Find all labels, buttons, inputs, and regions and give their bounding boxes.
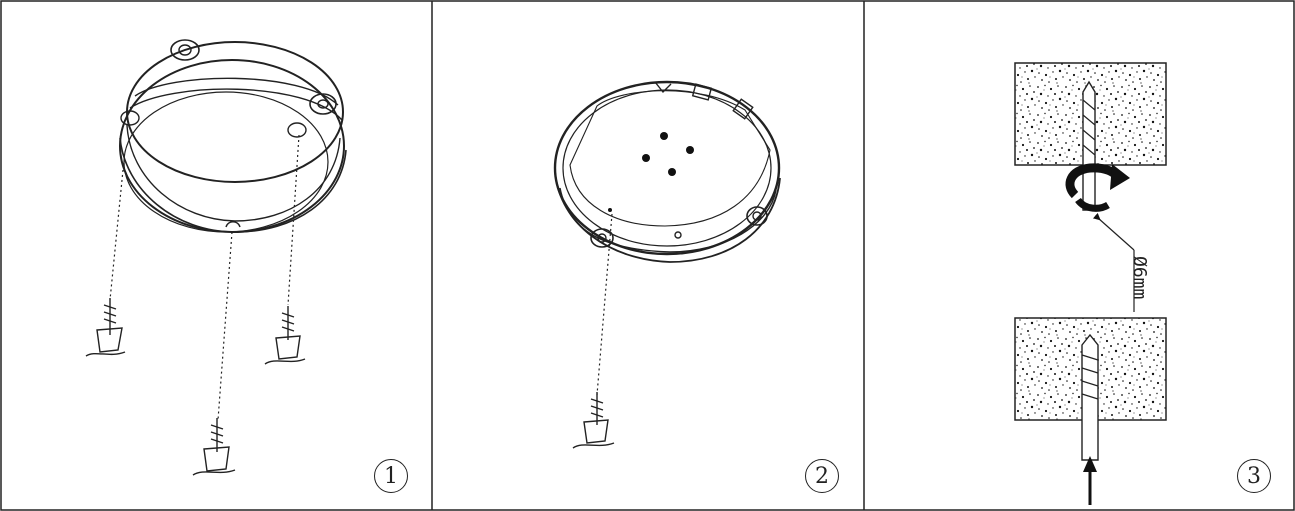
step-number-2: 2 bbox=[805, 459, 839, 493]
drill-dimension-label: Ø6mm bbox=[1129, 256, 1150, 300]
panel-3-drilling bbox=[1014, 62, 1167, 505]
panel-2-screw-holes bbox=[608, 132, 694, 212]
panel-1-screw-bottom bbox=[192, 418, 236, 476]
step-number-3: 3 bbox=[1237, 459, 1271, 493]
panel-1-luminaire bbox=[119, 39, 347, 233]
panel-1-screw-right bbox=[264, 306, 306, 365]
panel-2-housing bbox=[553, 80, 781, 263]
panel-1-screw-left bbox=[85, 298, 126, 357]
panel-2-screw bbox=[572, 392, 615, 449]
panel-1-guide-lines bbox=[109, 134, 300, 421]
panel-2-guide-line bbox=[596, 213, 613, 396]
step-number-1: 1 bbox=[374, 459, 408, 493]
wall-plug bbox=[1081, 333, 1099, 461]
